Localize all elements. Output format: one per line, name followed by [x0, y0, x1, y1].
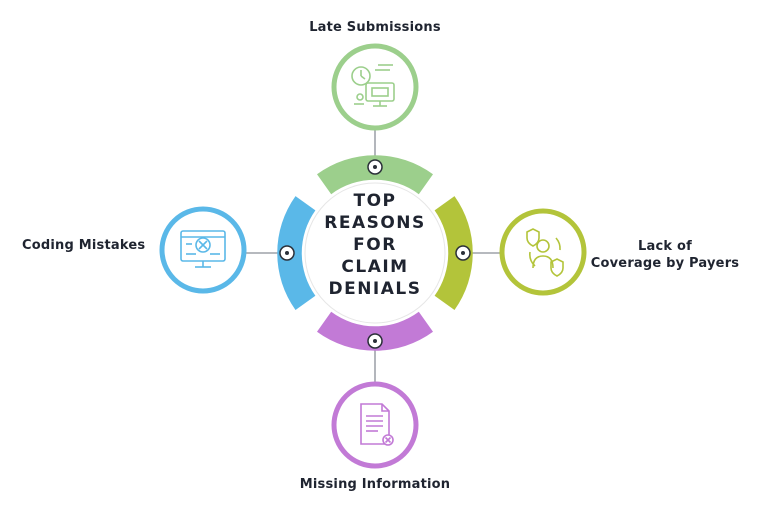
center-disc-outline [304, 182, 446, 324]
node-left [159, 206, 247, 294]
arc-missing-information [317, 311, 433, 351]
shield-person-icon [526, 228, 564, 277]
label-lack-of-coverage: Lack of Coverage by Payers [590, 238, 740, 272]
arc-dots [279, 159, 471, 349]
center-title-line-2: REASONS [324, 213, 426, 233]
center-disc [305, 183, 445, 323]
center-title-line-3: FOR [353, 235, 397, 255]
arc-lack-of-coverage [434, 196, 473, 310]
center-title-line-5: DENIALS [328, 279, 422, 299]
label-late-submissions: Late Submissions [309, 20, 441, 35]
center-title: TOP REASONS FOR CLAIM DENIALS [310, 190, 440, 300]
clock-monitor-icon [351, 64, 395, 107]
node-bottom [331, 381, 419, 469]
label-lack-of-coverage-line-1: Lack of [638, 239, 692, 254]
code-error-monitor-icon [180, 230, 226, 268]
node-right [499, 208, 587, 296]
label-missing-information: Missing Information [299, 477, 451, 492]
arc-coding-mistakes [277, 196, 316, 310]
node-top [331, 43, 419, 131]
label-coding-mistakes: Coding Mistakes [22, 238, 146, 253]
document-error-icon [360, 403, 394, 446]
center-title-line-4: CLAIM [341, 257, 409, 277]
center-title-line-1: TOP [353, 191, 397, 211]
label-lack-of-coverage-line-2: Coverage by Payers [590, 256, 740, 271]
